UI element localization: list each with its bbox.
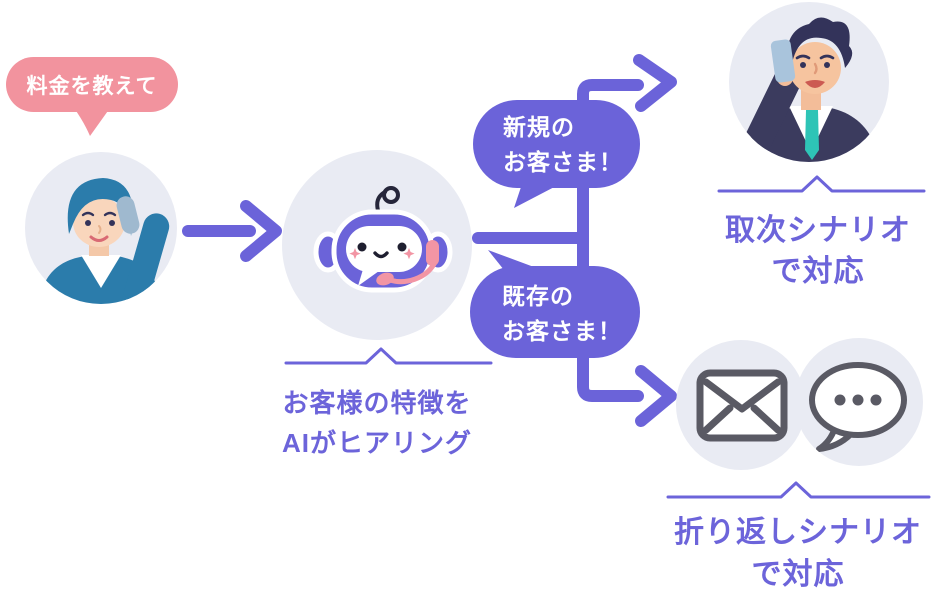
callback-outcome-line1: 折り返しシナリオ <box>674 516 922 549</box>
branch-existing-line1: 既存の <box>502 283 574 309</box>
branch-existing-line2: お客さま！ <box>502 318 622 344</box>
transfer-outcome-label: 取次シナリオ で対応 <box>700 210 932 292</box>
arrow-to-transfer-icon <box>633 54 677 112</box>
ai-bot-icon <box>313 186 453 293</box>
customer-on-phone-icon <box>39 178 170 304</box>
phone-icon <box>116 196 140 234</box>
branch-existing-bubble-tail <box>488 250 542 270</box>
transfer-outcome-line1: 取次シナリオ <box>725 214 911 247</box>
operator-avatar <box>729 2 889 162</box>
callback-outcome-line2: で対応 <box>751 558 845 591</box>
smartphone-icon <box>770 39 796 83</box>
chat-bubble-icon <box>809 362 907 452</box>
ai-step-label-line1: お客様の特徴を <box>282 388 472 418</box>
customer-avatar <box>25 152 177 304</box>
tie-icon <box>805 110 819 160</box>
pointer-line-ai <box>284 347 493 365</box>
arrow-to-callback-icon <box>635 365 677 427</box>
customer-speech-text: 料金を教えて <box>26 74 158 98</box>
chat-channel-circle <box>795 338 923 466</box>
mail-icon <box>696 369 788 442</box>
branch-trunk <box>577 79 644 402</box>
branch-new-bubble: 新規の お客さま！ <box>473 100 640 188</box>
operator-on-phone-icon <box>734 17 879 162</box>
callback-outcome-label: 折り返しシナリオ で対応 <box>648 512 932 596</box>
branch-new-line2: お客さま！ <box>503 149 623 175</box>
arrow-customer-to-ai-head-icon <box>240 200 282 262</box>
customer-speech-bubble: 料金を教えて <box>6 57 178 112</box>
transfer-outcome-line2: で対応 <box>771 255 865 288</box>
pointer-line-transfer <box>717 175 926 193</box>
ai-step-label: お客様の特徴を AIがヒアリング <box>262 383 492 463</box>
branch-existing-bubble: 既存の お客さま！ <box>470 266 640 358</box>
mail-channel-circle <box>676 340 806 470</box>
ai-step-label-line2: AIがヒアリング <box>281 428 472 458</box>
branch-new-bubble-tail <box>514 184 560 208</box>
branch-new-line1: 新規の <box>503 114 575 140</box>
pointer-line-callback <box>666 481 931 499</box>
customer-speech-bubble-tail <box>74 108 110 136</box>
ai-bot-avatar <box>282 150 472 340</box>
headset-icon <box>426 240 439 266</box>
